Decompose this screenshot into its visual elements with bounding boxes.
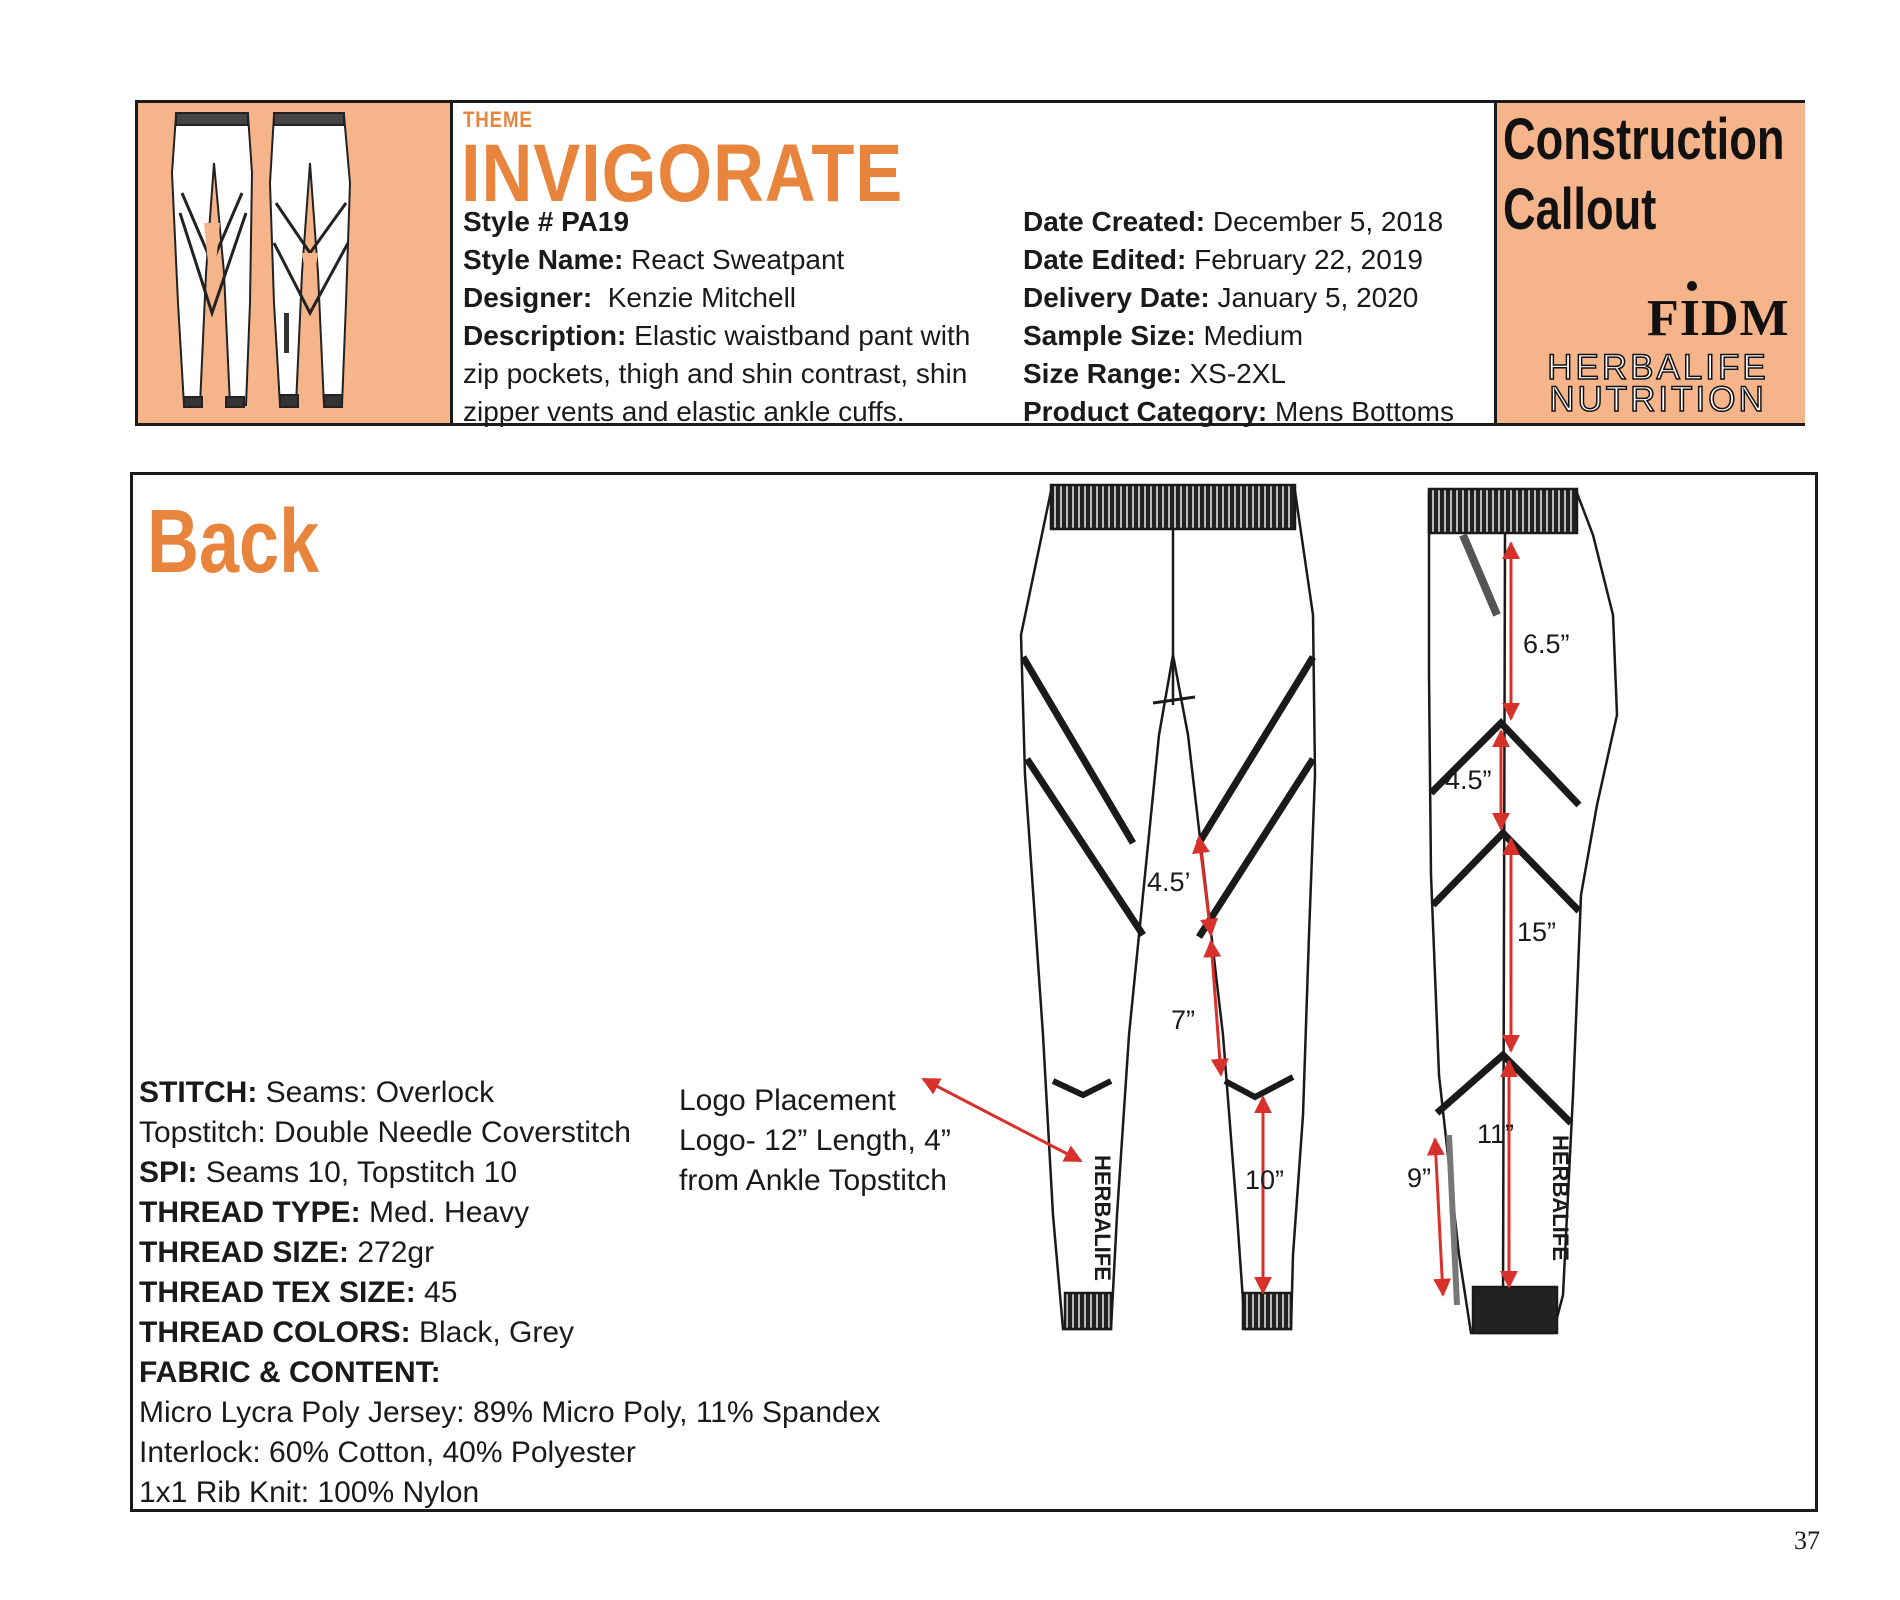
description-line-3: zipper vents and elastic ankle cuffs.	[463, 396, 905, 427]
dim-label-side-5: 9”	[1407, 1163, 1432, 1193]
dim-label-side-1: 6.5”	[1523, 629, 1570, 659]
callout-title-line-2: Callout	[1503, 177, 1657, 242]
spec-line: THREAD TYPE: Med. Heavy	[139, 1196, 530, 1229]
page-number: 37	[1794, 1526, 1820, 1555]
description-line-2: zip pockets, thigh and shin contrast, sh…	[463, 358, 968, 389]
field-date-created: Date Created: December 5, 2018	[1023, 206, 1444, 237]
herbalife-logo-line-1: HERBALIFE	[1547, 348, 1769, 387]
spec-line: SPI: Seams 10, Topstitch 10	[139, 1156, 517, 1189]
dim-label-side-3: 15”	[1517, 917, 1557, 947]
dim-arrow-back-mid	[1203, 939, 1229, 1077]
pant-technical-flats: HERBALIFE HERBALIFE	[921, 483, 1619, 1335]
back-cuff-left	[1063, 1291, 1113, 1331]
thumbnail-panel	[138, 103, 453, 423]
style-fields-right: Date Created: December 5, 2018 Date Edit…	[1023, 203, 1454, 431]
stitch-spec-list: STITCH: Seams: Overlock Topstitch: Doubl…	[139, 1073, 880, 1513]
side-view-drawing	[1427, 487, 1619, 1335]
logo-placement-arrow	[921, 1077, 1083, 1163]
logo-note-line: Logo Placement	[679, 1084, 896, 1117]
logo-note-line: from Ankle Topstitch	[679, 1164, 947, 1197]
thumb-front	[170, 112, 254, 408]
spec-line: STITCH: Seams: Overlock	[139, 1076, 495, 1109]
back-view-outline	[1019, 489, 1317, 1331]
thumb-back	[268, 112, 352, 408]
field-description: Description: Elastic waistband pant with	[463, 320, 971, 351]
back-cuff-right	[1241, 1291, 1293, 1331]
back-waistband	[1049, 483, 1297, 531]
dim-arrow-side-5	[1426, 1137, 1452, 1297]
spec-line: Micro Lycra Poly Jersey: 89% Micro Poly,…	[139, 1396, 881, 1429]
field-product-category: Product Category: Mens Bottoms	[1023, 396, 1454, 427]
spec-line: THREAD COLORS: Black, Grey	[139, 1316, 575, 1349]
callout-panel: Construction Callout FIDM HERBALIFE NUTR…	[1494, 103, 1805, 423]
spec-line: Topstitch: Double Needle Coverstitch	[139, 1116, 631, 1149]
field-size-range: Size Range: XS-2XL	[1023, 358, 1286, 389]
construction-panel: Back STITCH: Seams: Overlock Topstitch: …	[130, 472, 1818, 1512]
dim-arrow-back-upper	[1192, 835, 1218, 937]
theme-name: INVIGORATE	[461, 128, 904, 219]
view-title: Back	[147, 492, 320, 592]
logo-placement-note: Logo Placement Logo- 12” Length, 4” from…	[679, 1081, 951, 1201]
side-view-outline	[1427, 491, 1619, 1335]
style-info-panel: THEME INVIGORATE Style # PA19 Style Name…	[453, 103, 1493, 427]
style-fields-left: Style # PA19 Style Name: React Sweatpant…	[463, 203, 970, 431]
herbalife-logo-line-2: NUTRITION	[1548, 380, 1767, 419]
spec-line: 1x1 Rib Knit: 100% Nylon	[139, 1476, 480, 1509]
spec-line: FABRIC & CONTENT:	[139, 1356, 441, 1389]
back-logo-text: HERBALIFE	[1090, 1155, 1115, 1281]
dim-label-back-upper: 4.5’	[1147, 867, 1191, 897]
side-cuff	[1471, 1285, 1559, 1335]
spec-header: THEME INVIGORATE Style # PA19 Style Name…	[135, 100, 1805, 427]
pant-thumbnails	[170, 112, 352, 408]
field-designer: Designer: Kenzie Mitchell	[463, 282, 797, 313]
field-date-edited: Date Edited: February 22, 2019	[1023, 244, 1423, 275]
field-delivery-date: Delivery Date: January 5, 2020	[1023, 282, 1419, 313]
logo-note-line: Logo- 12” Length, 4”	[679, 1124, 951, 1157]
spec-line: THREAD TEX SIZE: 45	[139, 1276, 458, 1309]
field-style-number: Style # PA19	[463, 206, 630, 237]
theme-label: THEME	[463, 107, 533, 132]
dim-label-side-2: 4.5”	[1445, 765, 1492, 795]
dim-label-back-lower: 10”	[1245, 1165, 1285, 1195]
dim-label-back-mid: 7”	[1171, 1005, 1196, 1035]
side-logo-text: HERBALIFE	[1548, 1135, 1573, 1261]
callout-title-line-1: Construction	[1503, 107, 1785, 172]
field-sample-size: Sample Size: Medium	[1023, 320, 1304, 351]
back-view-drawing	[1019, 483, 1317, 1331]
fidm-logo: FIDM	[1647, 290, 1790, 347]
field-style-name: Style Name: React Sweatpant	[463, 244, 845, 275]
dim-label-side-4: 11”	[1477, 1119, 1515, 1149]
side-waistband	[1427, 487, 1579, 535]
fidm-dot-icon	[1687, 281, 1697, 291]
spec-line: THREAD SIZE: 272gr	[139, 1236, 435, 1269]
spec-line: Interlock: 60% Cotton, 40% Polyester	[139, 1436, 636, 1469]
measurement-lines	[921, 541, 1520, 1297]
